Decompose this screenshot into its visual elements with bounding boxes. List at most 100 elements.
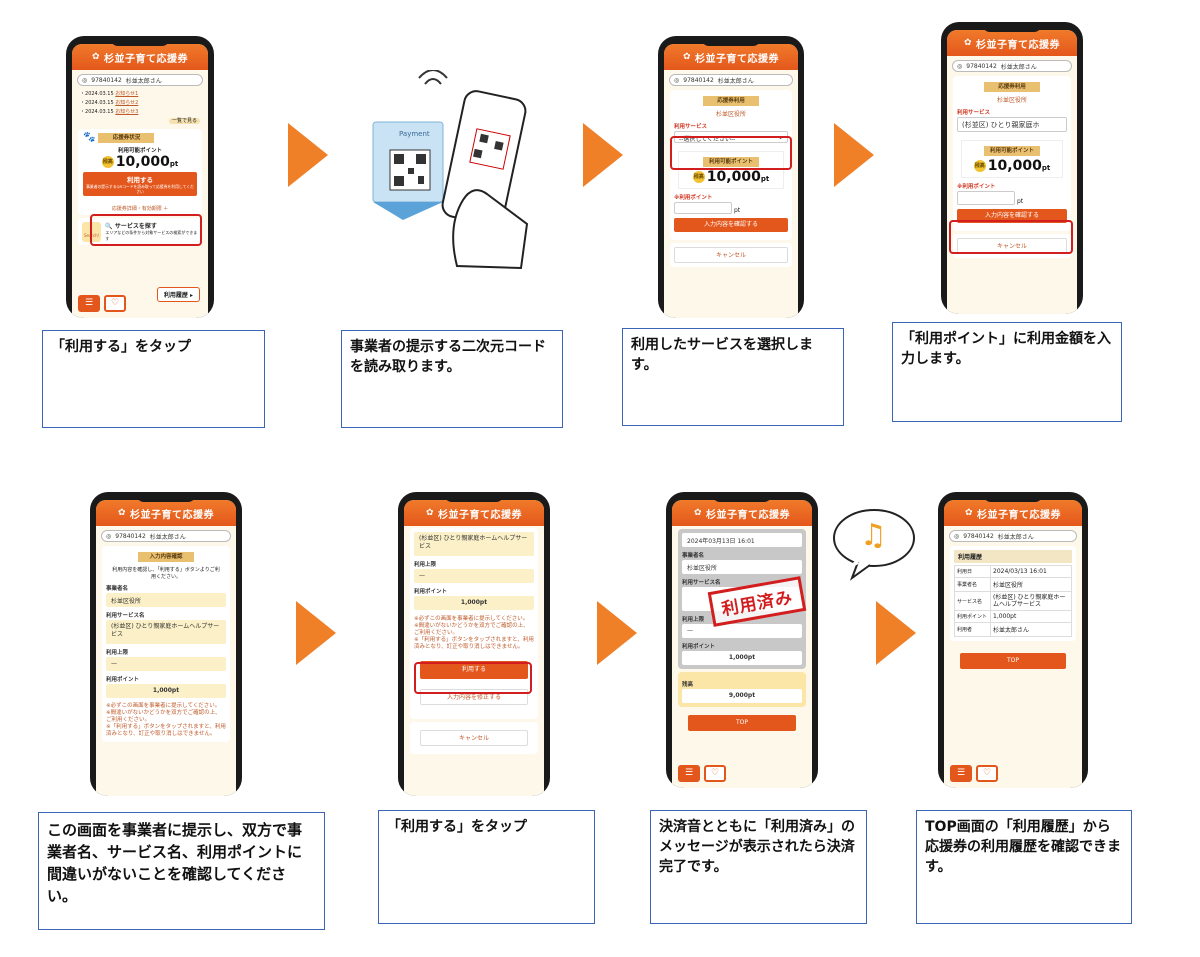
limit-label: 利用上限 xyxy=(682,617,705,623)
heart-icon[interactable]: ♡ xyxy=(104,295,126,312)
highlight-service-select xyxy=(670,136,792,170)
service-select[interactable]: (杉並区) ひとり親家庭ホ xyxy=(957,117,1067,132)
note: ※間違いがないかどうかを双方でご確認の上、ご利用ください。 xyxy=(414,623,529,636)
arrow-right-icon xyxy=(583,123,623,187)
flower-icon: ✿ xyxy=(693,508,703,518)
cancel-button[interactable]: キャンセル xyxy=(420,730,528,746)
table-row: サービス名(杉並区) ひとり親家庭ホームヘルプサービス xyxy=(954,591,1072,611)
news-item[interactable]: ・2024.03.15 お知らせ2 xyxy=(80,100,139,106)
limit-value: — xyxy=(106,657,226,671)
table-row: 利用者杉並太郎さん xyxy=(954,622,1072,637)
list-link-text[interactable]: 一覧で見る xyxy=(168,118,200,124)
use-card: 応援券利用 杉並区役所 利用サービス (杉並区) ひとり親家庭ホ 利用可能ポイン… xyxy=(953,76,1071,231)
user-id: 97840142 xyxy=(963,532,994,540)
limit-label: 利用上限 xyxy=(414,562,437,568)
news-link[interactable]: お知らせ3 xyxy=(115,109,139,115)
svc-label: 利用サービス名 xyxy=(106,613,145,619)
flower-icon: ✿ xyxy=(91,52,101,62)
app-header: ✿杉並子育て応援券 xyxy=(944,500,1082,526)
balance-label: 残高 xyxy=(682,682,694,688)
points-value: 10,000 xyxy=(987,158,1042,174)
qr-scan-svg xyxy=(372,69,529,270)
step7-caption: 決済音とともに「利用済み」のメッセージが表示されたら決済完了です。 xyxy=(650,810,867,924)
user-name: 杉並太郎さん xyxy=(997,533,1034,541)
screen-confirm-bottom: ✿杉並子育て応援券 (杉並区) ひとり親家庭ホームヘルプサービス 利用上限 — … xyxy=(404,500,544,796)
use-points-input[interactable] xyxy=(957,191,1015,205)
news-date: 2024.03.15 xyxy=(85,100,114,106)
phone-notch xyxy=(136,492,196,502)
confirm-button[interactable]: 入力内容を確認する xyxy=(674,218,788,232)
heart-icon[interactable]: ♡ xyxy=(704,765,726,782)
use-button-note: 事業者の提示するQRコードを読み取って応援券を利用してください xyxy=(86,184,194,194)
app-title: 杉並子育て応援券 xyxy=(977,509,1062,521)
user-icon: ◎ xyxy=(674,76,680,84)
mascot-icon: 🐾 xyxy=(83,132,96,143)
step5-caption: この画面を事業者に提示し、双方で事業者名、サービス名、利用ポイントに間違いがない… xyxy=(38,812,325,930)
detail-link-text[interactable]: 応援券詳細・有効期限 xyxy=(111,206,162,212)
news-link[interactable]: お知らせ2 xyxy=(115,100,139,106)
confirm-button[interactable]: 入力内容を確認する xyxy=(957,209,1067,223)
list-link[interactable]: 一覧で見る xyxy=(80,117,200,126)
menu-icon[interactable]: ☰ xyxy=(950,765,972,782)
search-card[interactable]: Search! 🔍 サービスを探す エリアなどの条件から対象サービスの検索ができ… xyxy=(78,218,202,245)
use-points-label: ※利用ポイント xyxy=(674,195,713,201)
status-ribbon: 応援券状況 xyxy=(98,132,155,143)
step1-caption: 「利用する」をタップ xyxy=(42,330,265,428)
menu-icon[interactable]: ☰ xyxy=(678,765,700,782)
arrow-right-icon xyxy=(597,601,637,665)
cancel-button[interactable]: キャンセル xyxy=(674,247,788,263)
app-header: ✿杉並子育て応援券 xyxy=(672,500,812,526)
top-button[interactable]: TOP xyxy=(688,715,796,731)
user-name: 杉並太郎さん xyxy=(717,77,754,85)
biz-label: 事業者名 xyxy=(682,553,705,559)
row-key: 利用者 xyxy=(954,622,991,637)
svc-label: 利用サービス名 xyxy=(682,580,721,586)
step5-text: この画面を事業者に提示し、双方で事業者名、サービス名、利用ポイントに間違いがない… xyxy=(47,821,303,905)
top-button[interactable]: TOP xyxy=(960,653,1066,669)
row-key: 利用ポイント xyxy=(954,610,991,623)
news-link[interactable]: お知らせ1 xyxy=(115,91,139,97)
app-title: 杉並子育て応援券 xyxy=(976,39,1061,51)
confirm-ribbon: 入力内容確認 xyxy=(138,552,194,562)
app-header: ✿杉並子育て応援券 xyxy=(404,500,544,526)
user-id: 97840142 xyxy=(91,76,122,84)
detail-link[interactable]: 応援券詳細・有効期限 ＋ xyxy=(111,206,169,212)
menu-icon[interactable]: ☰ xyxy=(78,295,100,312)
row-key: 事業者名 xyxy=(954,577,991,592)
points-value: 10,000 xyxy=(706,169,761,185)
flower-icon: ✿ xyxy=(964,508,974,518)
pts-label: 利用ポイント xyxy=(682,644,716,650)
use-button[interactable]: 利用する xyxy=(420,661,528,679)
use-button[interactable]: 利用する 事業者の提示するQRコードを読み取って応援券を利用してください xyxy=(83,172,197,196)
app-header: ✿杉並子育て応援券 xyxy=(72,44,208,70)
limit-value: — xyxy=(682,624,802,638)
points-unit: pt xyxy=(169,160,179,168)
phone-notch xyxy=(444,492,504,502)
news-item[interactable]: ・2024.03.15 お知らせ1 xyxy=(80,91,139,97)
use-points-input[interactable] xyxy=(674,202,732,214)
row-key: サービス名 xyxy=(954,591,991,611)
history-button[interactable]: 利用履歴 ▸ xyxy=(156,287,200,302)
phone-notch xyxy=(110,36,170,46)
phone-step7: ✿杉並子育て応援券 2024年03月13日 16:01 事業者名 杉並区役所 利… xyxy=(666,492,818,788)
step7-text: 決済音とともに「利用済み」のメッセージが表示されたら決済完了です。 xyxy=(659,819,855,875)
points-unit: pt xyxy=(734,207,741,214)
user-icon: ◎ xyxy=(954,532,960,540)
step8-caption: TOP画面の「利用履歴」から応援券の利用履歴を確認できます。 xyxy=(916,810,1132,924)
news-item[interactable]: ・2024.03.15 お知らせ3 xyxy=(80,109,139,115)
step2-text: 事業者の提示する二次元コードを読み取ります。 xyxy=(350,339,546,375)
row-value: 杉並太郎さん xyxy=(990,622,1072,637)
row-key: 利用日 xyxy=(954,565,991,578)
heart-icon[interactable]: ♡ xyxy=(976,765,998,782)
service-select-value: (杉並区) ひとり親家庭ホ xyxy=(962,121,1040,129)
confirm-card: 入力内容確認 利用内容を確認し、「利用する」ボタンよりご利用ください。 事業者名… xyxy=(102,546,230,742)
